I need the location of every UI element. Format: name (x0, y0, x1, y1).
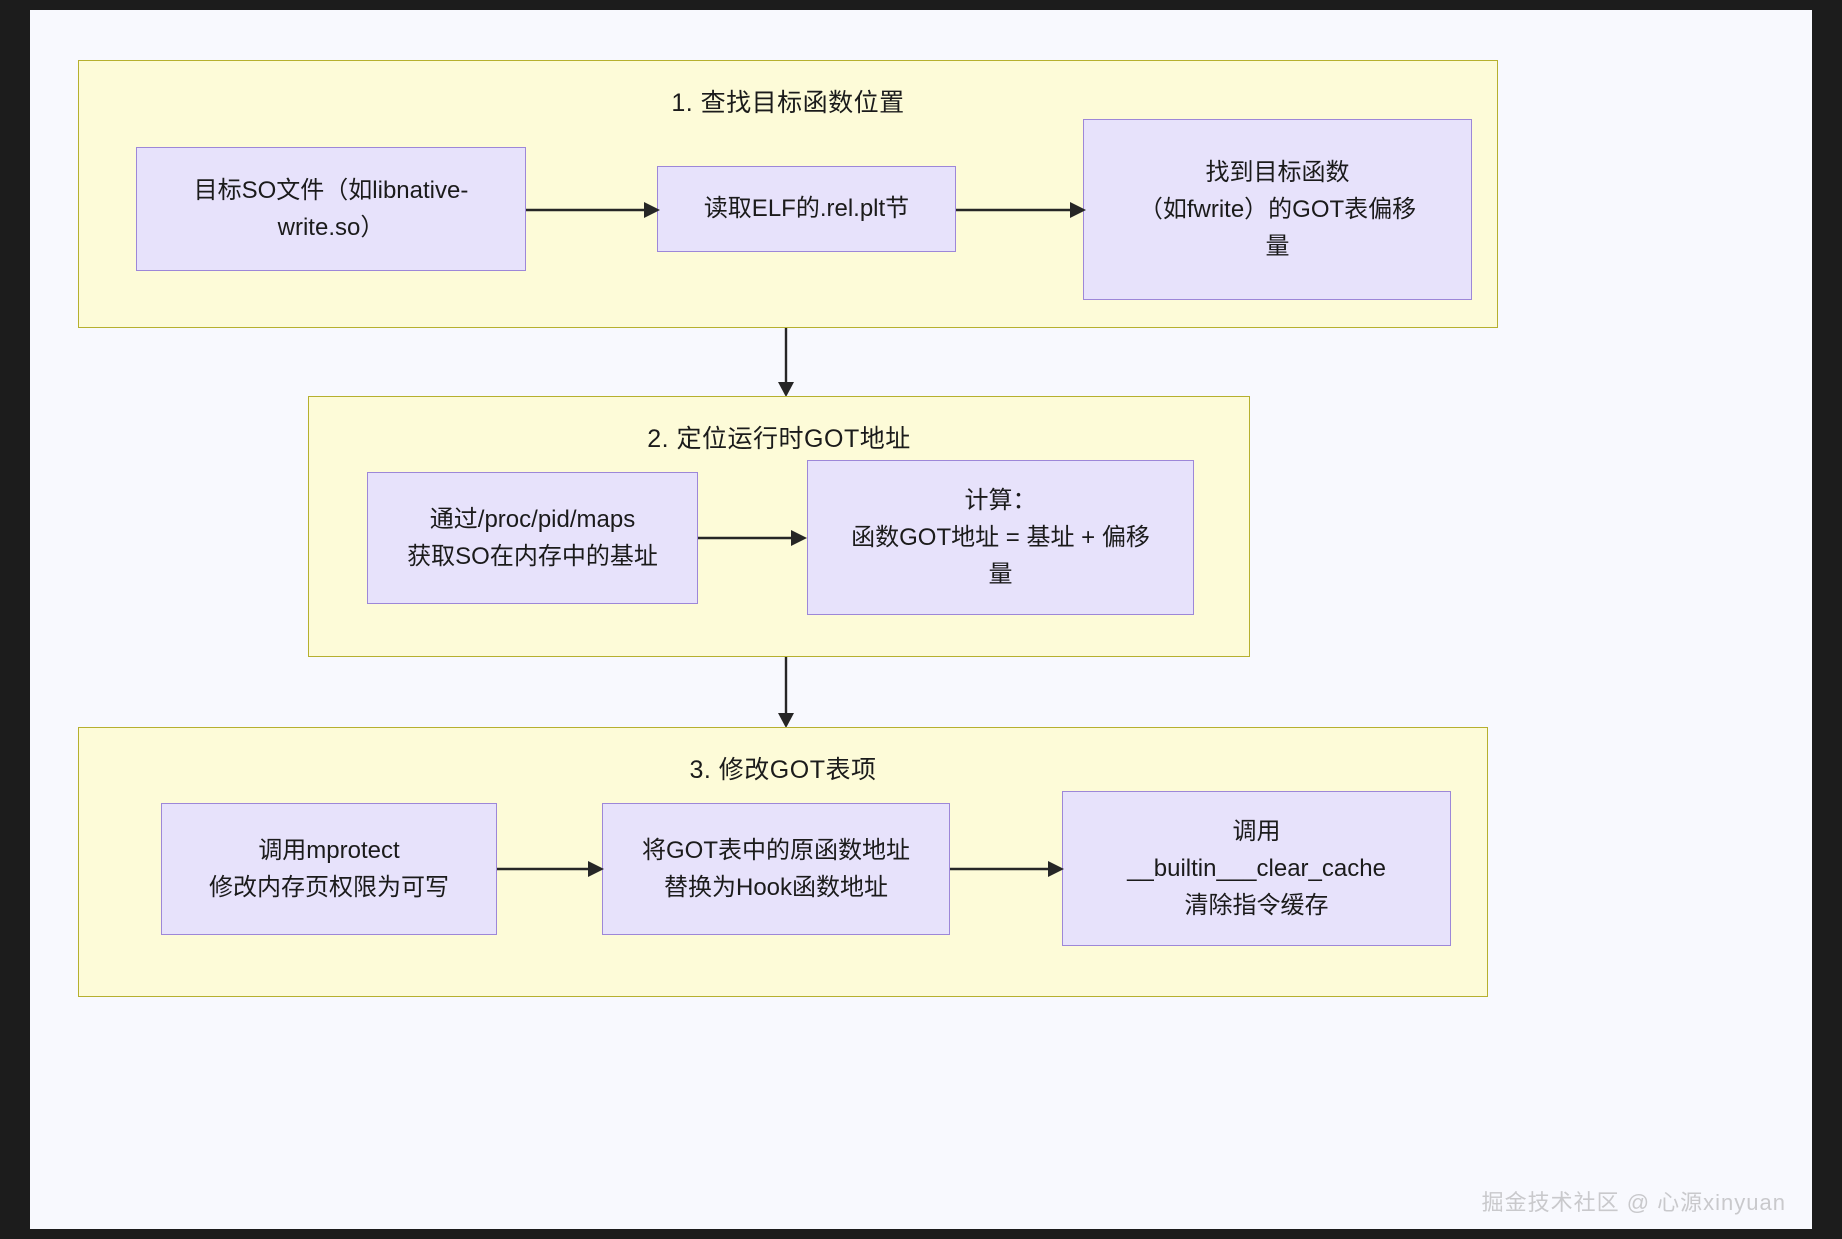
node-proc-pid-maps[interactable]: 通过/proc/pid/maps 获取SO在内存中的基址 (367, 472, 698, 604)
arrow-section2-to-section3 (778, 657, 794, 728)
section-locate-runtime-got: 2. 定位运行时GOT地址 通过/proc/pid/maps 获取SO在内存中的… (308, 396, 1250, 657)
node-clear-cache[interactable]: 调用 __builtin___clear_cache 清除指令缓存 (1062, 791, 1451, 946)
watermark-text: 掘金技术社区 @ 心源xinyuan (1481, 1190, 1786, 1215)
arrow-so-to-relplt (526, 202, 660, 218)
section-1-title: 1. 查找目标函数位置 (671, 89, 905, 117)
node-got-offset[interactable]: 找到目标函数 （如fwrite）的GOT表偏移 量 (1083, 119, 1472, 300)
node-call-mprotect[interactable]: 调用mprotect 修改内存页权限为可写 (161, 803, 497, 935)
diagram-canvas: 1. 查找目标函数位置 目标SO文件（如libnative- write.so）… (30, 10, 1812, 1229)
arrow-replace-to-clearcache (950, 861, 1064, 877)
node-replace-with-hook[interactable]: 将GOT表中的原函数地址 替换为Hook函数地址 (602, 803, 950, 935)
node-read-rel-plt[interactable]: 读取ELF的.rel.plt节 (657, 166, 956, 252)
section-find-function-location: 1. 查找目标函数位置 目标SO文件（如libnative- write.so）… (78, 60, 1498, 328)
section-modify-got-entry: 3. 修改GOT表项 调用mprotect 修改内存页权限为可写 将GOT表中的… (78, 727, 1488, 997)
node-target-so-file[interactable]: 目标SO文件（如libnative- write.so） (136, 147, 526, 271)
arrow-maps-to-calc (698, 530, 807, 546)
arrow-mprotect-to-replace (497, 861, 604, 877)
arrow-section1-to-section2 (778, 328, 794, 397)
arrow-relplt-to-offset (956, 202, 1086, 218)
section-3-title: 3. 修改GOT表项 (689, 756, 877, 784)
node-calc-got-address[interactable]: 计算： 函数GOT地址 = 基址 + 偏移 量 (807, 460, 1194, 615)
section-2-title: 2. 定位运行时GOT地址 (647, 425, 911, 453)
